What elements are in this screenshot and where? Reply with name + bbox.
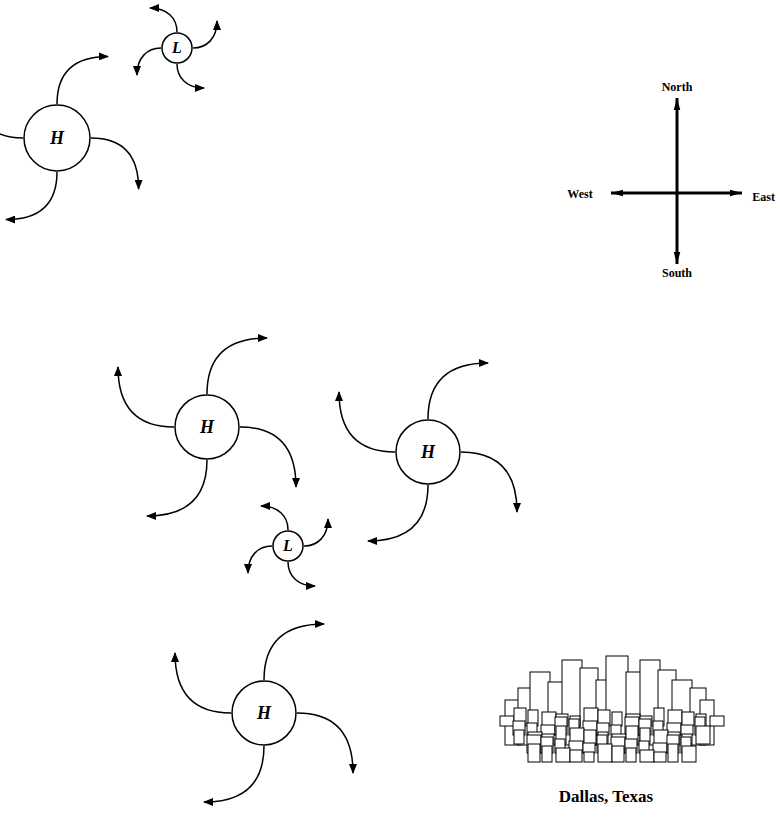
flow-arrow <box>118 367 174 427</box>
compass-arrow <box>676 193 679 264</box>
building <box>500 716 514 726</box>
flow-arms <box>0 8 517 802</box>
high-pressure-circle: H <box>231 680 297 746</box>
compass-label: East <box>751 190 776 205</box>
building <box>542 712 556 726</box>
flow-arrow <box>368 485 428 541</box>
building <box>612 712 622 726</box>
building <box>654 730 668 744</box>
building <box>640 750 654 762</box>
building <box>682 712 694 726</box>
circle-shape <box>175 395 239 459</box>
flow-arrow <box>147 460 207 516</box>
flow-arrow <box>177 64 204 88</box>
high-pressure-circle: H <box>174 394 240 460</box>
pressure-letter: H <box>200 418 214 436</box>
building <box>626 748 636 762</box>
pressure-letter: H <box>421 443 435 461</box>
flow-arrow <box>175 653 231 713</box>
flow-arrow <box>204 746 264 802</box>
circle-shape <box>396 420 460 484</box>
building <box>668 744 678 762</box>
pressure-letter: L <box>283 538 293 554</box>
flow-arrow <box>0 87 23 138</box>
flow-arrow <box>240 427 296 487</box>
building <box>542 746 552 762</box>
flow-arrow <box>297 713 353 773</box>
pressure-letter: H <box>257 704 271 722</box>
compass-arrow <box>611 192 677 195</box>
building <box>598 744 612 762</box>
flow-arrow <box>57 56 108 104</box>
flow-arrow <box>137 48 161 75</box>
building <box>556 748 570 762</box>
flow-arrow <box>6 172 57 220</box>
city-label: Dallas, Texas <box>558 787 654 807</box>
circle-shape <box>232 681 296 745</box>
building <box>682 746 696 762</box>
building <box>710 716 724 726</box>
building <box>570 750 582 762</box>
low-pressure-circle: L <box>272 530 304 562</box>
compass-rose <box>611 98 742 264</box>
circle-shape <box>273 531 303 561</box>
flow-arrow <box>207 338 267 394</box>
low-pressure-circle: L <box>161 32 193 64</box>
flow-arrow <box>248 546 272 573</box>
pressure-letter: H <box>50 129 64 147</box>
compass-arrow <box>677 192 742 195</box>
high-pressure-circle: H <box>395 419 461 485</box>
pressure-letter: L <box>172 40 182 56</box>
flow-arrow <box>304 519 328 546</box>
building <box>584 730 596 744</box>
compass-label: South <box>661 266 693 281</box>
building <box>612 746 624 762</box>
compass-arrow <box>676 98 679 193</box>
flow-arrow <box>91 138 139 189</box>
flow-arrow <box>193 21 217 48</box>
flow-arrow <box>150 8 177 32</box>
building <box>514 730 524 744</box>
circle-shape <box>162 33 192 63</box>
flow-arrow <box>461 452 517 512</box>
compass-label: North <box>661 80 694 95</box>
building <box>528 744 540 762</box>
circle-shape <box>24 105 90 171</box>
high-pressure-circle: H <box>23 104 91 172</box>
building <box>654 752 666 762</box>
flow-arrow <box>261 506 288 530</box>
flow-arrow <box>428 363 488 419</box>
city-skyline <box>500 656 724 762</box>
flow-arrow <box>264 624 324 680</box>
compass-label: West <box>566 187 593 202</box>
flow-arrow <box>288 562 315 586</box>
building <box>696 726 710 744</box>
flow-arrow <box>339 392 395 452</box>
building <box>584 752 594 762</box>
